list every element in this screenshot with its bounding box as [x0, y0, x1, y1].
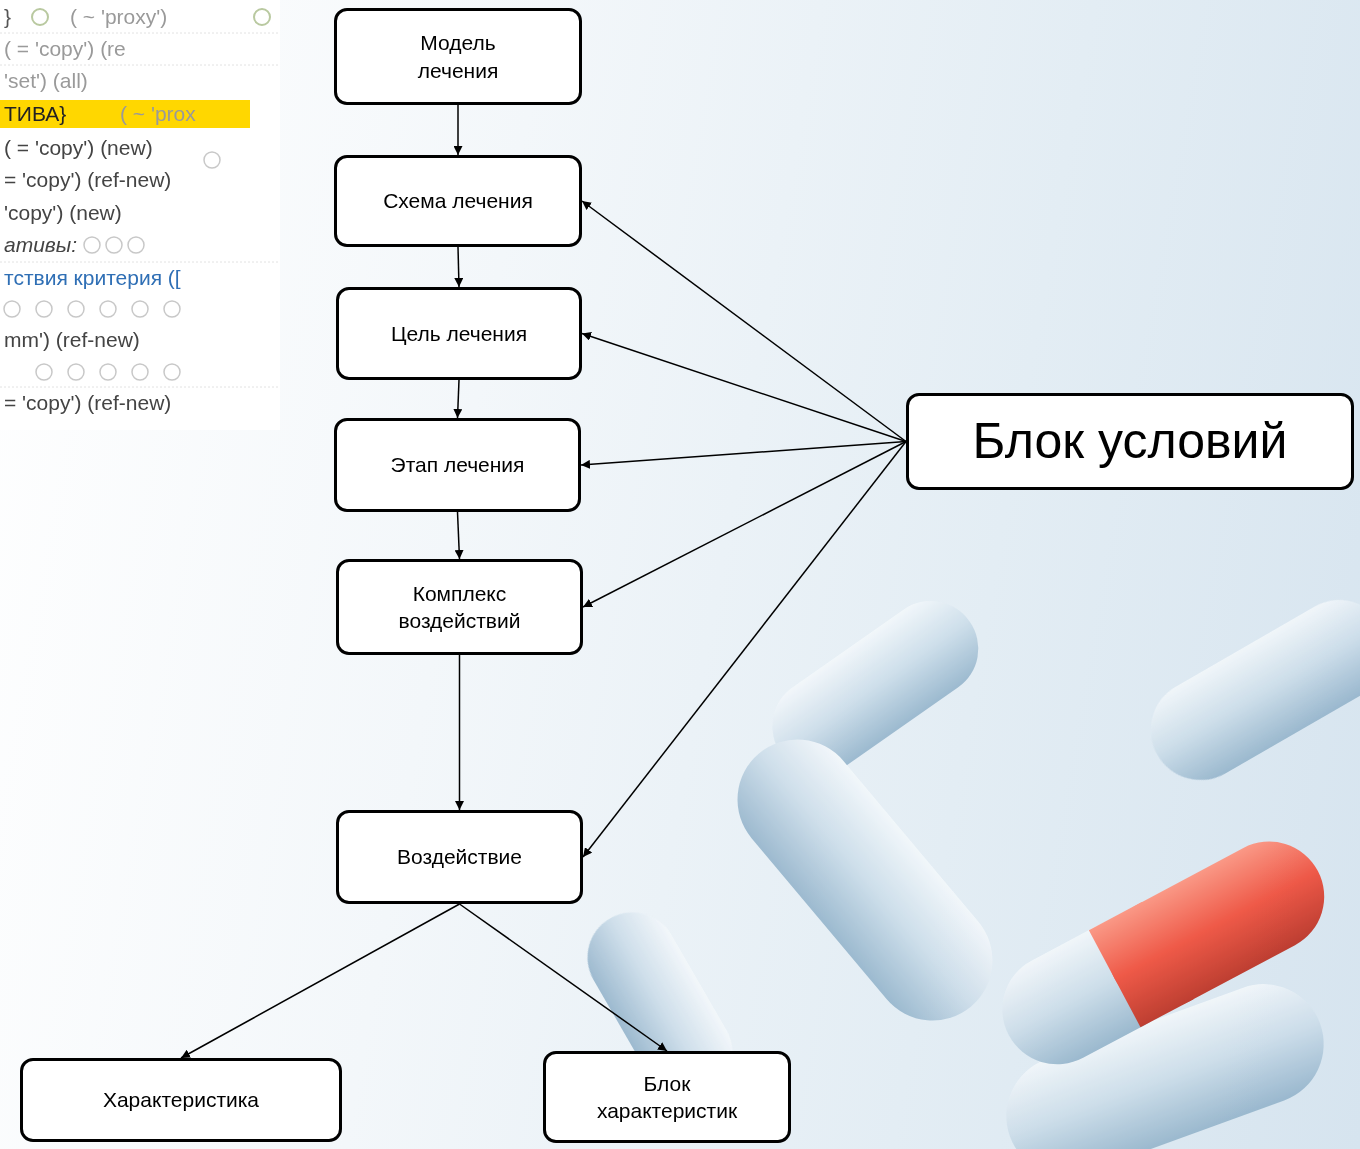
process-box: Цель лечения	[336, 287, 582, 380]
pill	[713, 715, 1017, 1045]
icon	[106, 237, 122, 253]
screenshot-text: 'set') (all)	[4, 68, 88, 94]
connector-arrow	[582, 334, 906, 442]
icon	[4, 301, 20, 317]
icon	[68, 301, 84, 317]
icon	[132, 301, 148, 317]
icon	[254, 9, 270, 25]
icon	[128, 237, 144, 253]
connector-arrow	[459, 655, 461, 810]
connector-arrow	[582, 201, 906, 442]
connector-arrow	[181, 904, 460, 1058]
highlight-row	[0, 100, 250, 128]
screenshot-text: ТИВА}	[4, 101, 66, 127]
connector-arrow	[458, 247, 459, 287]
screenshot-text: }	[4, 4, 11, 30]
process-box: Комплекс воздействий	[336, 559, 583, 655]
screenshot-panel	[0, 0, 280, 430]
icon	[100, 364, 116, 380]
icon	[164, 301, 180, 317]
connector-arrow	[457, 105, 459, 155]
icon	[204, 152, 220, 168]
box-label: Комплекс воздействий	[385, 580, 535, 635]
box-label: Воздействие	[397, 843, 522, 870]
box-label: Блок характеристик	[582, 1070, 752, 1125]
box-label: Характеристика	[103, 1086, 259, 1113]
screenshot-text: ативы:	[4, 232, 77, 258]
screenshot-text: тствия критерия ([	[4, 265, 181, 291]
screenshot-text: ( = 'copy') (new)	[4, 135, 153, 161]
screenshot-text: mm') (ref-new)	[4, 327, 140, 353]
icon	[132, 364, 148, 380]
icon	[36, 301, 52, 317]
icon	[100, 301, 116, 317]
screenshot-text: = 'copy') (ref-new)	[4, 390, 171, 416]
row-divider	[0, 33, 280, 34]
row-divider	[0, 387, 280, 388]
box-label: Схема лечения	[383, 187, 533, 214]
icon	[68, 364, 84, 380]
process-box: Схема лечения	[334, 155, 582, 247]
process-box: Характеристика	[20, 1058, 342, 1142]
pill-half-red	[1089, 822, 1344, 1027]
screenshot-text: ( ~ 'prox	[120, 101, 196, 127]
process-box: Модель лечения	[334, 8, 582, 105]
screenshot-text: ( ~ 'proxy')	[70, 4, 167, 30]
icon	[32, 9, 48, 25]
connector-arrow	[458, 380, 460, 418]
connector-arrow	[458, 512, 460, 559]
box-label: Модель лечения	[398, 29, 518, 84]
process-box: Блок условий	[906, 393, 1354, 490]
icon	[36, 364, 52, 380]
process-box: Воздействие	[336, 810, 583, 904]
connector-arrow	[460, 904, 668, 1051]
box-label: Этап лечения	[391, 451, 525, 478]
icon	[84, 237, 100, 253]
screenshot-text: ( = 'copy') (re	[4, 36, 126, 62]
connector-arrow	[581, 442, 906, 466]
box-label: Блок условий	[973, 409, 1288, 474]
process-box: Этап лечения	[334, 418, 581, 512]
screenshot-text: = 'copy') (ref-new)	[4, 167, 171, 193]
pill	[1132, 582, 1360, 799]
row-divider	[0, 262, 280, 263]
screenshot-text: 'copy') (new)	[4, 200, 122, 226]
pill-half-red	[1089, 902, 1194, 1027]
icon	[164, 364, 180, 380]
box-label: Цель лечения	[391, 320, 527, 347]
process-box: Блок характеристик	[543, 1051, 791, 1143]
connector-arrow	[583, 442, 906, 608]
row-divider	[0, 65, 280, 66]
connector-arrow	[583, 442, 906, 858]
